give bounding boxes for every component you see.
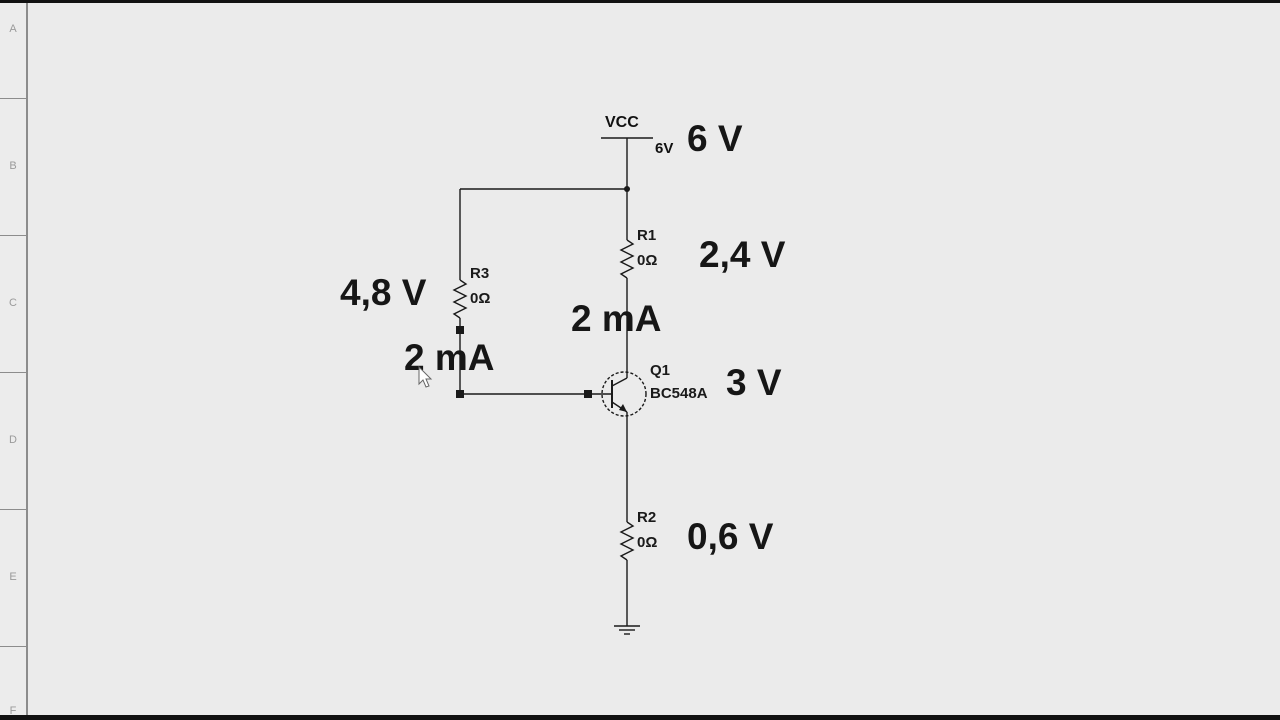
r1-resistor xyxy=(619,239,635,279)
r3-resistor xyxy=(452,279,468,319)
q1-value: BC548A xyxy=(650,385,708,402)
annotation-r2-voltage: 0,6 V xyxy=(687,516,774,557)
r3-ref: R3 xyxy=(470,265,490,282)
annotation-r3-voltage: 4,8 V xyxy=(340,272,427,313)
r2-value: 0Ω xyxy=(637,534,658,551)
pin-marker xyxy=(456,326,464,334)
annotation-r1-voltage: 2,4 V xyxy=(699,234,786,275)
row-divider xyxy=(0,372,26,373)
annotation-q1-voltage: 3 V xyxy=(726,362,782,403)
mouse-pointer-icon xyxy=(418,366,433,388)
r3-value: 0Ω xyxy=(470,290,491,307)
annotation-r1-current: 2 mA xyxy=(571,298,662,339)
row-label-d: D xyxy=(9,434,17,446)
annotation-vcc-voltage: 6 V xyxy=(687,118,743,159)
emitter-arrow-icon xyxy=(619,404,627,412)
row-divider xyxy=(0,235,26,236)
sheet-border-column: A B C D E F xyxy=(0,3,28,717)
junction-dot xyxy=(624,186,630,192)
r2-ref: R2 xyxy=(637,509,657,526)
pin-marker xyxy=(584,390,592,398)
vcc-label: VCC xyxy=(605,114,639,131)
r1-value: 0Ω xyxy=(637,252,658,269)
pin-marker xyxy=(456,390,464,398)
row-label-e: E xyxy=(9,571,17,583)
q1-ref: Q1 xyxy=(650,362,671,379)
row-divider xyxy=(0,646,26,647)
row-label-c: C xyxy=(9,297,17,309)
r2-resistor xyxy=(619,521,635,561)
bottom-frame-bar xyxy=(0,715,1280,720)
q1-transistor-body xyxy=(601,371,647,417)
row-label-a: A xyxy=(9,23,17,35)
row-divider xyxy=(0,509,26,510)
row-label-f: F xyxy=(9,705,17,717)
top-frame-bar xyxy=(0,0,1280,3)
r1-ref: R1 xyxy=(637,227,657,244)
row-label-b: B xyxy=(9,160,17,172)
row-divider xyxy=(0,98,26,99)
vcc-value: 6V xyxy=(655,140,674,157)
